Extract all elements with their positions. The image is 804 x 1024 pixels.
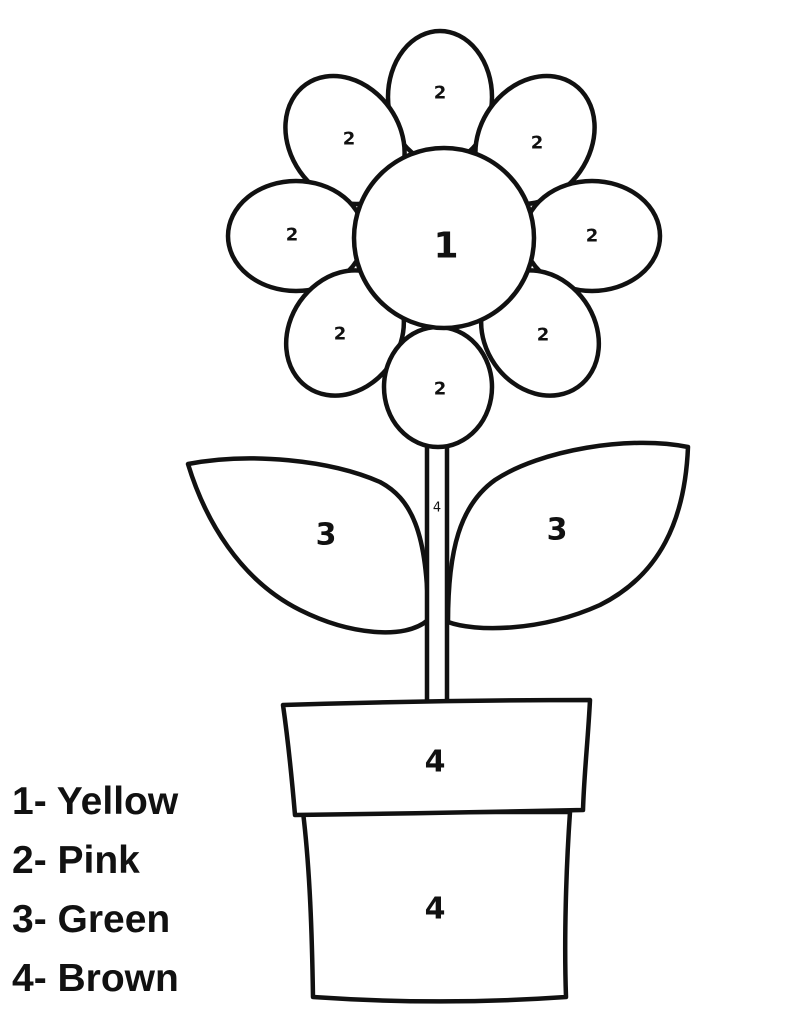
leaf-left bbox=[185, 456, 431, 635]
petal-upper-right-number: 2 bbox=[531, 133, 544, 154]
petals bbox=[225, 28, 663, 450]
flower-center bbox=[351, 145, 537, 331]
color-legend: 1- Yellow 2- Pink 3- Green 4- Brown bbox=[12, 772, 272, 1008]
pot-rim-number: 4 bbox=[425, 745, 446, 780]
stem-number: 4 bbox=[433, 501, 441, 516]
pot-body-number: 4 bbox=[425, 892, 446, 927]
petal-bottom-number: 2 bbox=[434, 379, 447, 400]
petal-lower-left-number: 2 bbox=[334, 324, 347, 345]
petal-lower-right-number: 2 bbox=[537, 325, 550, 346]
stem bbox=[424, 437, 450, 711]
legend-item-yellow: 1- Yellow bbox=[12, 780, 179, 823]
legend-item-brown: 4- Brown bbox=[12, 957, 179, 1000]
legend-item-pink: 2- Pink bbox=[12, 839, 140, 882]
petal-right-number: 2 bbox=[586, 226, 599, 247]
leaf-right-number: 3 bbox=[547, 513, 568, 548]
leaf-right bbox=[445, 440, 691, 631]
petal-top-number: 2 bbox=[434, 83, 447, 104]
legend-item-green: 3- Green bbox=[12, 898, 171, 941]
petal-left-number: 2 bbox=[286, 225, 299, 246]
center-number: 1 bbox=[433, 226, 458, 267]
petal-upper-left-number: 2 bbox=[343, 129, 356, 150]
pot-body bbox=[300, 809, 573, 1004]
leaf-left-number: 3 bbox=[316, 518, 337, 553]
pot-rim bbox=[280, 697, 593, 818]
